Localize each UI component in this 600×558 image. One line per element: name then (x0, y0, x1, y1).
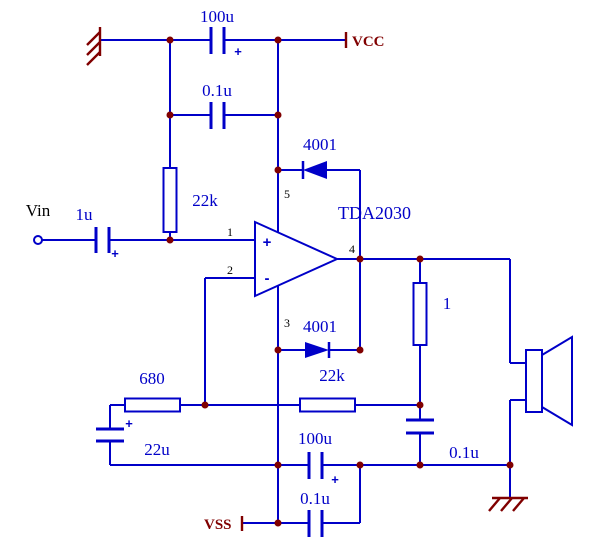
capacitor-zobel: 0.1u (406, 418, 479, 462)
vss-label: VSS (204, 517, 232, 533)
pin-4-label: 4 (349, 242, 355, 256)
diode-bottom-label: 4001 (303, 317, 337, 336)
vss-port: VSS (204, 516, 244, 533)
capacitor-vss-bulk-polarity: + (331, 472, 339, 487)
capacitor-vcc-hf: 0.1u (202, 81, 232, 129)
resistor-680-label: 680 (139, 369, 165, 388)
capacitor-zobel-label: 0.1u (449, 443, 479, 462)
opamp-tda2030: + - TDA2030 1 2 5 3 4 (227, 187, 411, 330)
capacitor-vss-hf-label: 0.1u (300, 489, 330, 508)
capacitor-vcc-bulk: 100u + (200, 7, 242, 59)
capacitor-input-label: 1u (76, 205, 94, 224)
capacitor-feedback-label: 22u (144, 440, 170, 459)
resistor-zobel-label: 1 (443, 294, 452, 313)
vcc-port: VCC (344, 32, 385, 50)
ic-name-label: TDA2030 (338, 203, 411, 223)
pin-1-label: 1 (227, 225, 233, 239)
input-terminal: Vin (26, 201, 51, 245)
resistor-feedback-ground: 680 (124, 369, 181, 413)
capacitor-feedback: + 22u (96, 416, 170, 459)
junction-dots (166, 36, 514, 527)
capacitor-feedback-polarity: + (125, 416, 133, 431)
pin-5-label: 5 (284, 187, 290, 201)
capacitor-vcc-bulk-polarity: + (234, 44, 242, 59)
capacitor-vcc-hf-label: 0.1u (202, 81, 232, 100)
vin-label: Vin (26, 201, 51, 220)
pin-3-label: 3 (284, 316, 290, 330)
capacitor-input: 1u + (76, 205, 120, 261)
opamp-inverting-symbol: - (265, 270, 270, 287)
capacitor-vcc-bulk-label: 100u (200, 7, 235, 26)
resistor-zobel: 1 (412, 282, 452, 346)
diode-bottom: 4001 (303, 317, 337, 358)
diode-top-label: 4001 (303, 135, 337, 154)
wires (42, 39, 526, 524)
capacitor-vss-bulk-label: 100u (298, 429, 333, 448)
ground-symbol-top (86, 27, 102, 66)
capacitor-vss-bulk: 100u + (298, 429, 339, 487)
capacitor-vss-hf: 0.1u (300, 489, 330, 537)
ground-symbol-bottom (488, 496, 528, 512)
resistor-feedback: 22k (299, 366, 356, 413)
resistor-bias: 22k (162, 167, 218, 233)
diode-top: 4001 (301, 135, 337, 179)
pin-2-label: 2 (227, 263, 233, 277)
opamp-noninverting-symbol: + (263, 234, 272, 251)
resistor-bias-label: 22k (192, 191, 218, 210)
resistor-feedback-label: 22k (319, 366, 345, 385)
capacitor-input-polarity: + (111, 246, 119, 261)
speaker-icon (525, 335, 573, 427)
vcc-label: VCC (352, 34, 385, 50)
